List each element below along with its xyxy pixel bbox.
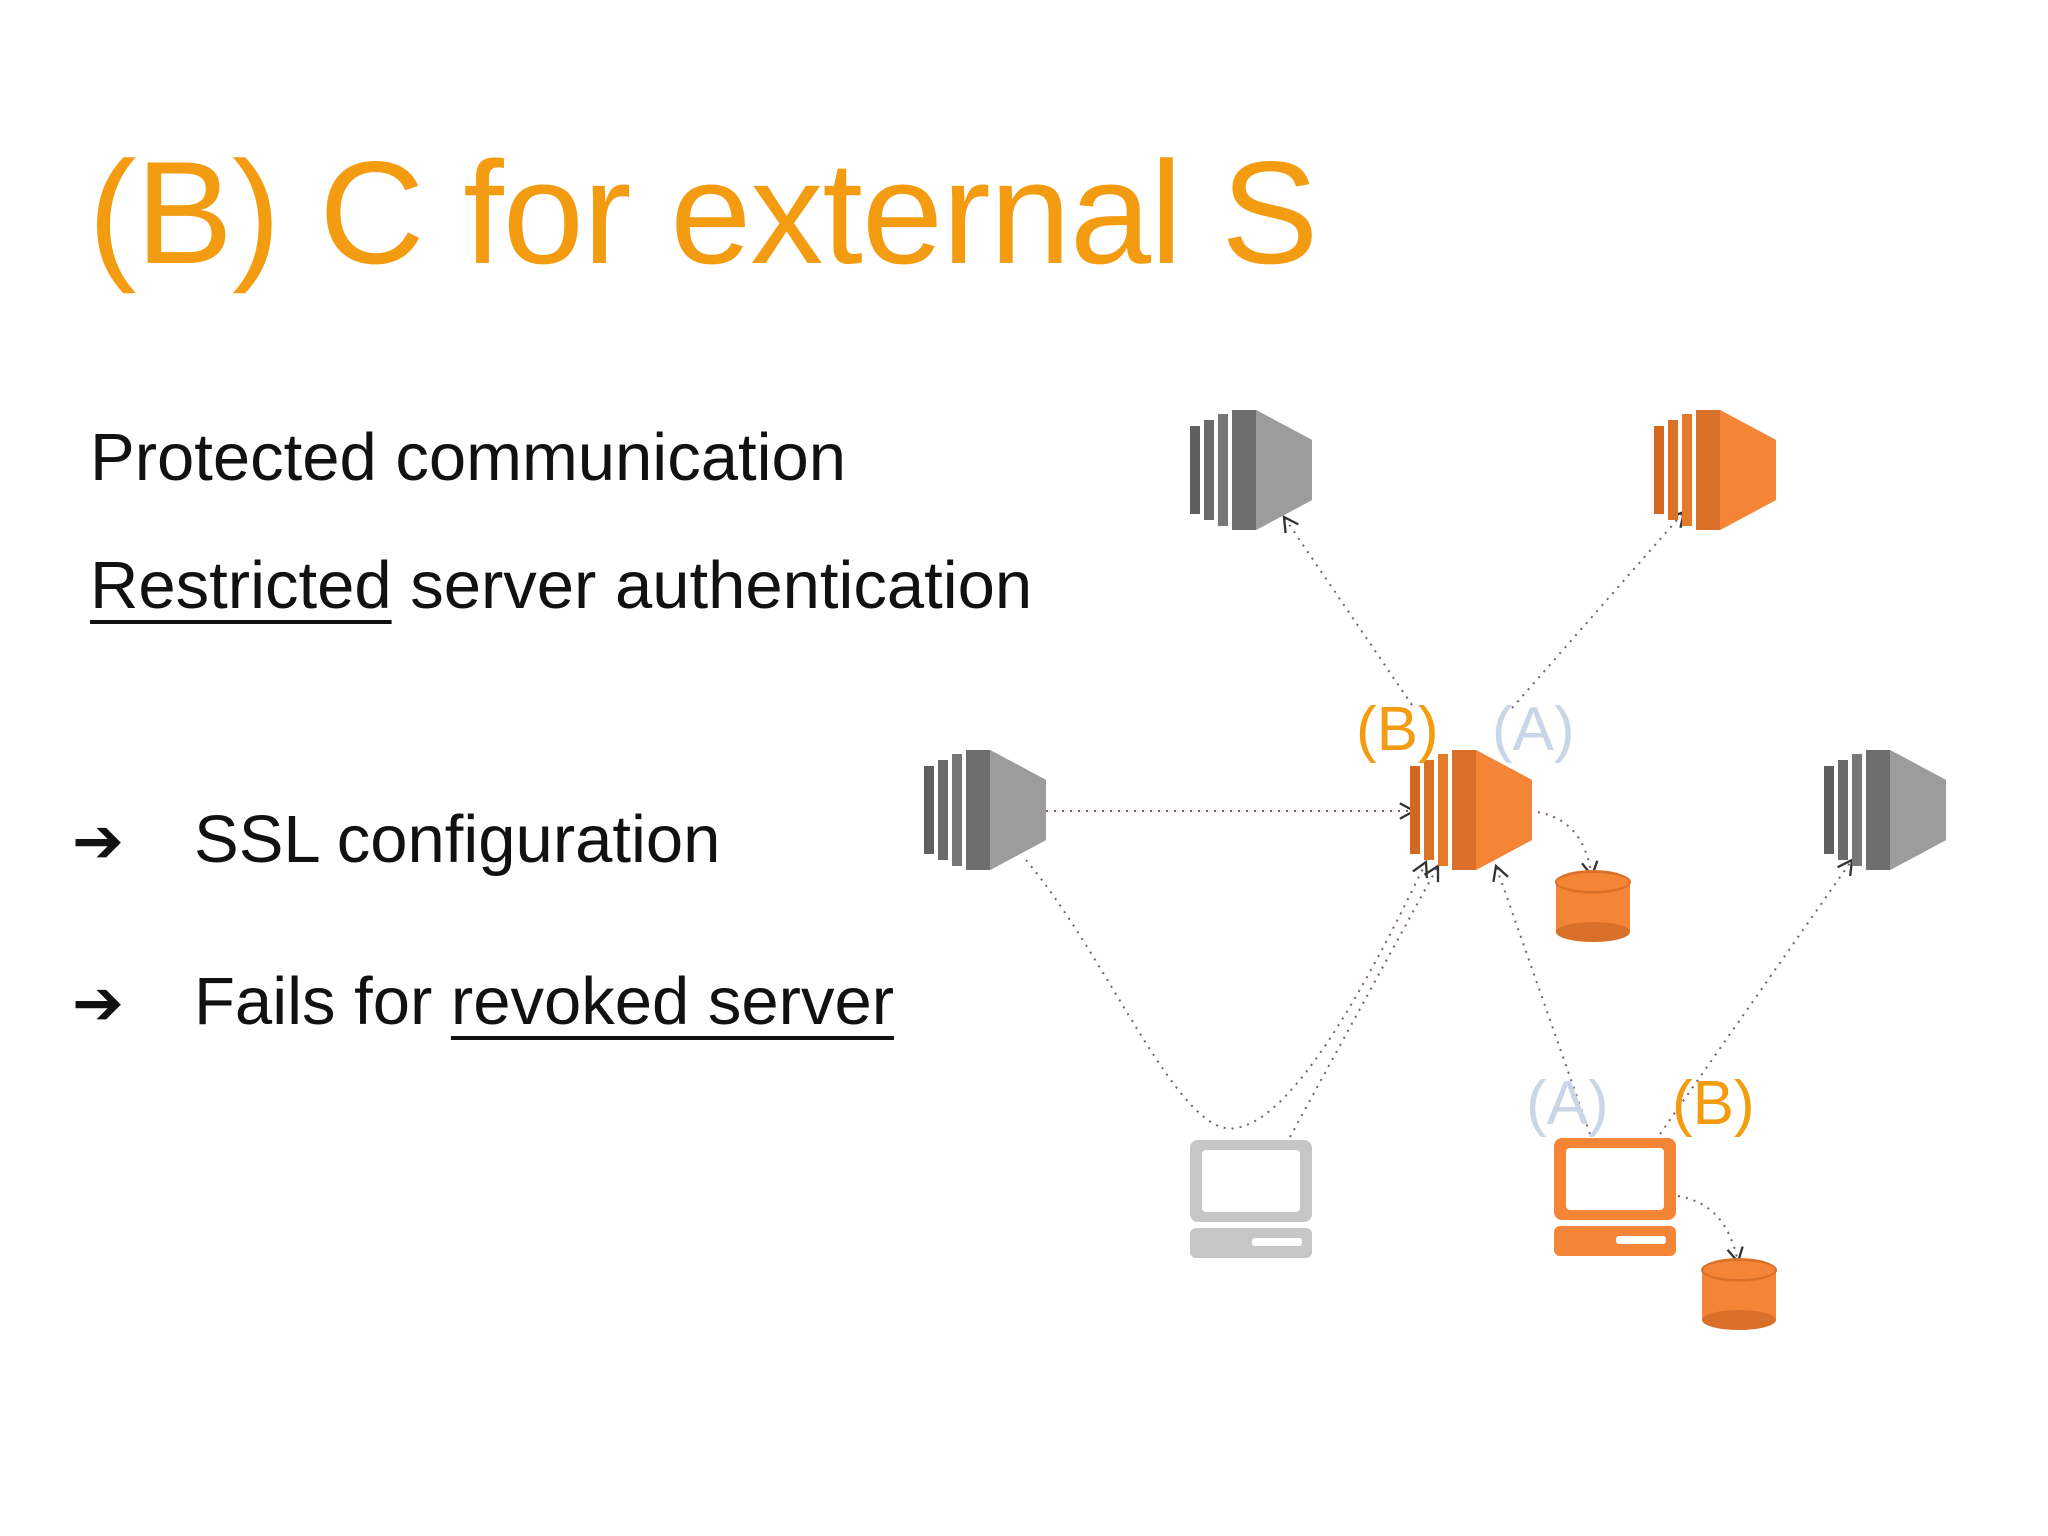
server-grey-left-icon	[924, 750, 1046, 870]
arrow-right-icon: ➔	[72, 807, 124, 876]
bullet-fails-revoked-server: ➔Fails for revoked server	[72, 968, 894, 1035]
edge-orange-laptop-to-db	[1677, 1195, 1744, 1265]
edge-center-to-db	[1529, 810, 1599, 879]
arrow-right-icon: ➔	[72, 969, 124, 1038]
database-center-icon	[1555, 869, 1631, 943]
label-center-b: (B)	[1356, 695, 1439, 764]
server-orange-top-right-icon	[1654, 410, 1776, 530]
point-restricted-rest: server authentication	[391, 548, 1033, 623]
edge-center-to-top-right	[1511, 510, 1686, 709]
label-center-a: (A)	[1492, 695, 1575, 764]
label-client-a: (A)	[1526, 1069, 1609, 1138]
underlined-revoked-server: revoked server	[450, 964, 895, 1039]
server-grey-top-left-icon	[1190, 410, 1312, 530]
underlined-restricted: Restricted	[90, 548, 392, 623]
server-grey-right-icon	[1824, 750, 1946, 870]
slide-title: (B) C for external S	[88, 131, 1318, 294]
laptop-orange-icon	[1554, 1138, 1676, 1256]
bullet-fails-prefix: Fails for	[194, 964, 451, 1039]
laptop-grey-icon	[1190, 1140, 1312, 1258]
bullet-ssl-text: SSL configuration	[194, 802, 721, 877]
server-orange-center-icon	[1410, 750, 1532, 870]
bullet-ssl-configuration: ➔SSL configuration	[72, 806, 720, 873]
point-restricted-server-auth: Restricted server authentication	[90, 552, 1032, 619]
edge-left-to-laptop	[1025, 859, 1429, 1130]
edge-center-to-top-left	[1282, 515, 1413, 706]
database-bottom-icon	[1701, 1257, 1777, 1331]
edge-laptop-to-center	[1289, 863, 1440, 1138]
connectors	[1025, 510, 1854, 1265]
point-protected-communication: Protected communication	[90, 420, 846, 495]
label-client-b: (B)	[1672, 1069, 1755, 1138]
